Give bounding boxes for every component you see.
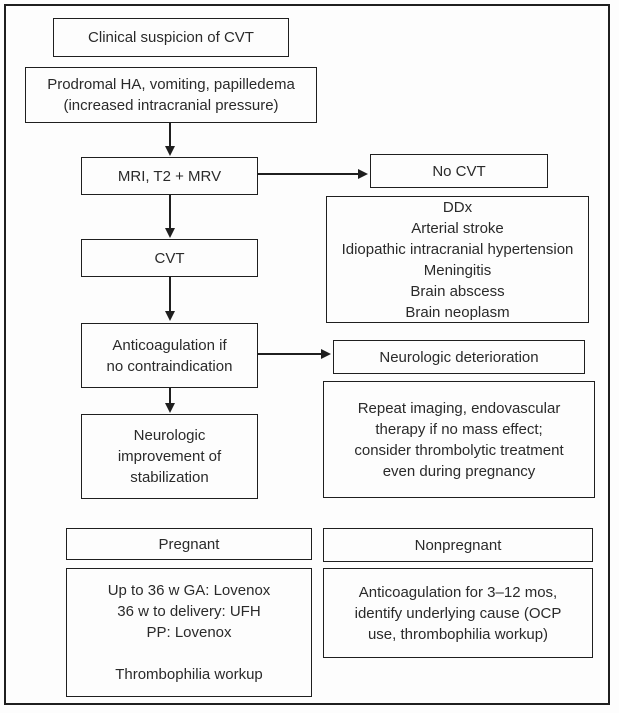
node-label: no contraindication	[106, 357, 233, 375]
node-cvt: CVT	[81, 239, 258, 277]
node-differential-diagnosis: DDx Arterial stroke Idiopathic intracran…	[326, 196, 589, 323]
arrow-line	[169, 276, 171, 311]
figure-border	[4, 4, 610, 705]
node-label: 36 w to delivery: UFH	[117, 603, 261, 620]
arrowhead-down-icon	[164, 403, 175, 413]
node-label: Meningitis	[423, 261, 492, 279]
node-label: Up to 36 w GA: Lovenox	[107, 582, 271, 599]
node-anticoagulation: Anticoagulation if no contraindication	[81, 323, 258, 388]
node-label: Nonpregnant	[414, 536, 502, 554]
node-label: (increased intracranial pressure)	[63, 97, 279, 114]
node-repeat-imaging: Repeat imaging, endovascular therapy if …	[323, 381, 595, 498]
node-label: Repeat imaging, endovascular	[357, 399, 561, 417]
node-neurologic-deterioration: Neurologic deterioration	[333, 340, 585, 374]
node-label: consider thrombolytic treatment	[354, 441, 564, 459]
node-label: Anticoagulation for 3–12 mos,	[358, 583, 558, 601]
node-label: Anticoagulation if	[112, 336, 227, 354]
node-no-cvt: No CVT	[370, 154, 548, 188]
node-label: improvement of	[117, 448, 222, 465]
node-label: Arterial stroke	[411, 219, 504, 237]
node-neurologic-improvement: Neurologic improvement of stabilization	[81, 414, 258, 499]
arrow-line	[257, 353, 321, 355]
node-label: MRI, T2 + MRV	[117, 167, 222, 185]
arrow-line	[169, 387, 171, 403]
node-label: No CVT	[432, 162, 486, 180]
node-mri-mrv: MRI, T2 + MRV	[81, 157, 258, 195]
node-label: PP: Lovenox	[146, 624, 232, 641]
arrow-line	[169, 123, 171, 147]
node-label: Idiopathic intracranial hypertension	[341, 240, 574, 258]
arrow-line	[257, 173, 358, 175]
node-label: Thrombophilia workup	[115, 666, 263, 683]
node-label: stabilization	[130, 469, 209, 486]
node-label: Clinical suspicion of CVT	[88, 29, 254, 46]
node-label: Brain abscess	[410, 282, 505, 300]
arrowhead-down-icon	[164, 228, 175, 238]
arrowhead-right-icon	[358, 168, 368, 179]
arrowhead-right-icon	[321, 348, 331, 359]
node-label: therapy if no mass effect;	[375, 420, 543, 438]
node-label: Pregnant	[158, 535, 220, 553]
node-pregnant-plan: Up to 36 w GA: Lovenox 36 w to delivery:…	[66, 568, 312, 697]
node-pregnant-header: Pregnant	[66, 528, 312, 560]
node-label: DDx	[442, 198, 473, 216]
arrowhead-down-icon	[164, 146, 175, 156]
node-label	[71, 643, 307, 664]
node-prodromal-symptoms: Prodromal HA, vomiting, papilledema (inc…	[25, 67, 317, 123]
node-nonpregnant-plan: Anticoagulation for 3–12 mos, identify u…	[323, 568, 593, 658]
node-label: Neurologic deterioration	[379, 348, 539, 366]
node-label: Brain neoplasm	[405, 303, 510, 321]
node-label: CVT	[154, 249, 185, 267]
node-clinical-suspicion: Clinical suspicion of CVT	[53, 18, 289, 57]
node-label: Prodromal HA, vomiting, papilledema	[47, 76, 295, 93]
node-label: identify underlying cause (OCP	[354, 604, 562, 622]
node-label: Neurologic	[133, 427, 206, 444]
node-nonpregnant-header: Nonpregnant	[323, 528, 593, 562]
node-label: even during pregnancy	[382, 462, 536, 480]
node-label: use, thrombophilia workup)	[367, 625, 549, 643]
arrow-line	[169, 194, 171, 228]
arrowhead-down-icon	[164, 311, 175, 321]
